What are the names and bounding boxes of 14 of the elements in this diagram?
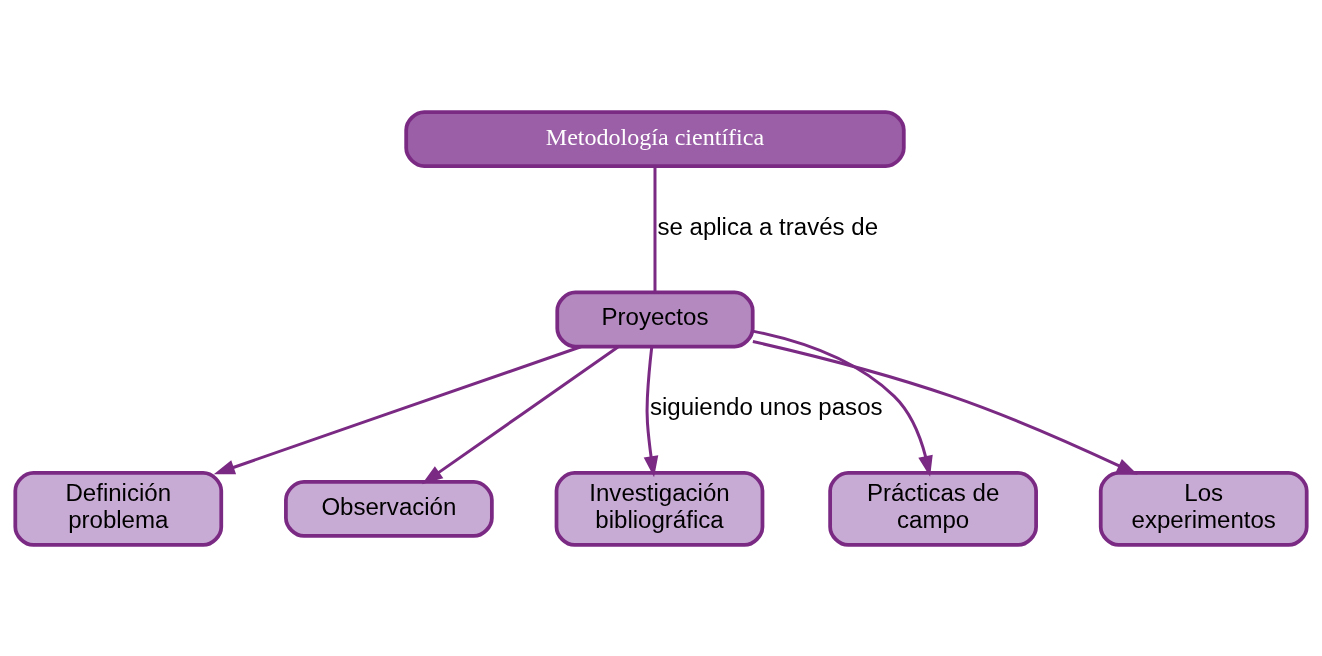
- node-box: Observación: [284, 479, 494, 538]
- node-box: Los experimentos: [1098, 470, 1309, 547]
- node-box: Investigación bibliográfica: [554, 470, 765, 547]
- arrow: [752, 329, 933, 477]
- node-box: Metodología científica: [404, 109, 906, 168]
- node-box: Prácticas de campo: [828, 470, 1038, 547]
- arrow: [643, 346, 659, 477]
- connector: [653, 165, 657, 292]
- edge-label: se aplica a través de: [657, 212, 879, 240]
- arrow: [752, 339, 1138, 475]
- node-box: Definición problema: [13, 470, 224, 547]
- arrow: [421, 345, 619, 484]
- edge-label: siguiendo unos pasos: [649, 392, 883, 420]
- node-box: Proyectos: [555, 290, 755, 348]
